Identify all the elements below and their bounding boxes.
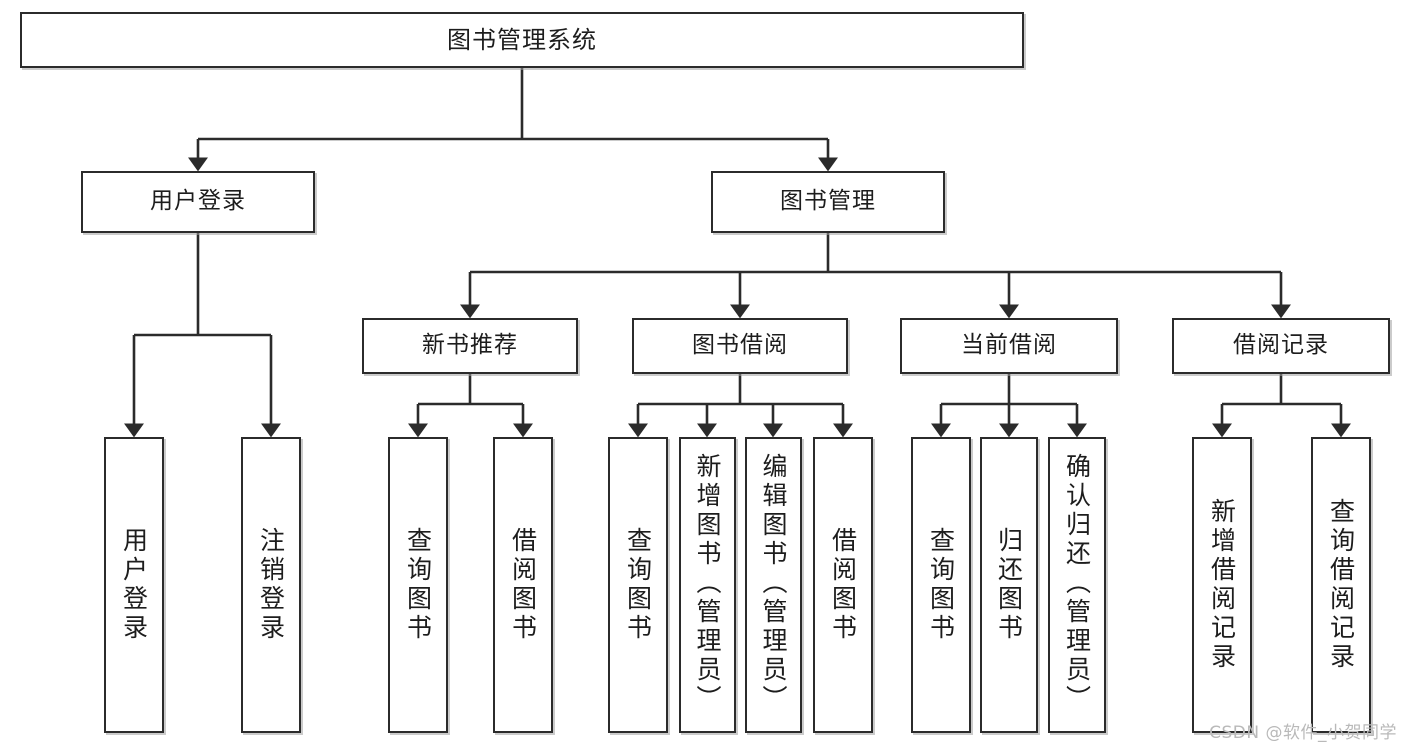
node-current-borrow[interactable]: 当前借阅	[900, 318, 1118, 374]
node-label: 查询图书	[623, 527, 653, 643]
node-label: 用户登录	[150, 188, 246, 215]
node-root-system[interactable]: 图书管理系统	[20, 12, 1024, 68]
node-label: 查询图书	[403, 527, 433, 643]
csdn-watermark: CSDN @软件_小贺同学	[1209, 723, 1397, 743]
node-label: 用户登录	[119, 527, 149, 643]
node-book-borrow[interactable]: 图书借阅	[632, 318, 848, 374]
node-leaf-user-login[interactable]: 用户登录	[104, 437, 164, 733]
node-leaf-borrow-book-1[interactable]: 借阅图书	[493, 437, 553, 733]
node-label: 新增借阅记录	[1207, 498, 1237, 672]
node-leaf-logout-login[interactable]: 注销登录	[241, 437, 301, 733]
node-leaf-return-book[interactable]: 归还图书	[980, 437, 1038, 733]
node-user-login[interactable]: 用户登录	[81, 171, 315, 233]
node-leaf-add-book[interactable]: 新增图书（管理员）	[679, 437, 736, 733]
node-label: 图书借阅	[692, 332, 788, 359]
node-label: 归还图书	[994, 527, 1024, 643]
node-label: 借阅图书	[828, 527, 858, 643]
node-label: 新增图书（管理员）	[693, 453, 722, 714]
node-new-book-rec[interactable]: 新书推荐	[362, 318, 578, 374]
node-label: 确认归还（管理员）	[1062, 453, 1092, 714]
node-borrow-record[interactable]: 借阅记录	[1172, 318, 1390, 374]
node-label: 借阅图书	[508, 527, 538, 643]
node-leaf-edit-book[interactable]: 编辑图书（管理员）	[745, 437, 802, 733]
node-label: 查询借阅记录	[1326, 498, 1356, 672]
node-leaf-query-book-3[interactable]: 查询图书	[911, 437, 971, 733]
node-leaf-query-book-1[interactable]: 查询图书	[388, 437, 448, 733]
node-label: 新书推荐	[422, 332, 518, 359]
node-label: 编辑图书（管理员）	[759, 453, 788, 714]
node-label: 注销登录	[256, 527, 286, 643]
node-leaf-confirm-return[interactable]: 确认归还（管理员）	[1048, 437, 1106, 733]
node-leaf-query-record[interactable]: 查询借阅记录	[1311, 437, 1371, 733]
node-leaf-borrow-book-2[interactable]: 借阅图书	[813, 437, 873, 733]
node-label: 图书管理	[780, 188, 876, 215]
node-book-manage[interactable]: 图书管理	[711, 171, 945, 233]
node-label: 查询图书	[926, 527, 956, 643]
node-label: 图书管理系统	[447, 25, 597, 54]
node-leaf-add-record[interactable]: 新增借阅记录	[1192, 437, 1252, 733]
node-leaf-query-book-2[interactable]: 查询图书	[608, 437, 668, 733]
node-label: 当前借阅	[961, 332, 1057, 359]
node-label: 借阅记录	[1233, 332, 1329, 359]
